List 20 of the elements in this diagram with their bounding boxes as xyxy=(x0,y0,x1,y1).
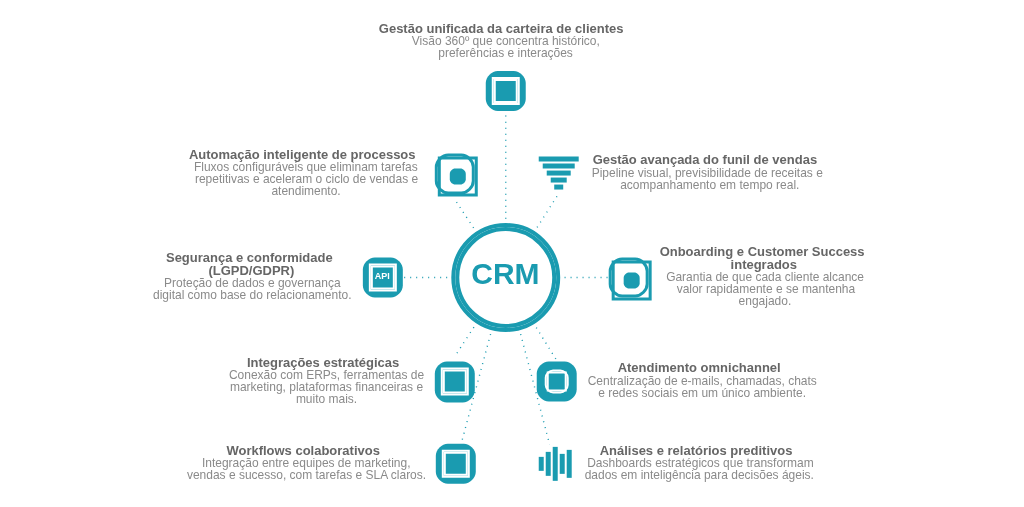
node-circle: CRM xyxy=(451,223,561,332)
node-box: API xyxy=(362,257,403,298)
node-picture xyxy=(434,361,475,403)
node-picture xyxy=(485,71,526,112)
node-picture xyxy=(536,361,577,402)
node-label: Garantia de que cada cliente alcance valor rapidamente e se mantenha engajado. xyxy=(666,270,865,309)
node-label: Gestão unificada da carteira de clientes xyxy=(378,20,624,36)
node-label: Integrações estratégicas xyxy=(246,354,400,370)
node-label: Fluxos configuráveis que eliminam tarefas repetitivas e aceleram o ciclo de vendas e atendimento. xyxy=(193,160,419,199)
node-label: Onboarding e Customer Success integrados xyxy=(659,243,865,272)
node-label: Workflows colaborativos xyxy=(226,442,380,458)
node-label: Atendimento omnichannel xyxy=(617,360,781,376)
node-label: Análises e relatórios preditivos xyxy=(599,442,793,458)
node-label: Centralização de e-mails, chamadas, chats e redes sociais em um único ambiente. xyxy=(587,373,817,400)
node-picture xyxy=(435,443,476,484)
node-label: Integração entre equipes de marketing, vendas e sucesso, com tarefas e SLA claros. xyxy=(186,455,427,482)
node-label: Gestão avançada do funil de vendas xyxy=(592,152,818,168)
node-label: Segurança e conformidade (LGPD/GDPR) xyxy=(165,249,333,278)
node-label: Automação inteligente de processos xyxy=(188,146,416,162)
node-label: Visão 360º que concentra histórico, preferências e interações xyxy=(411,33,600,60)
